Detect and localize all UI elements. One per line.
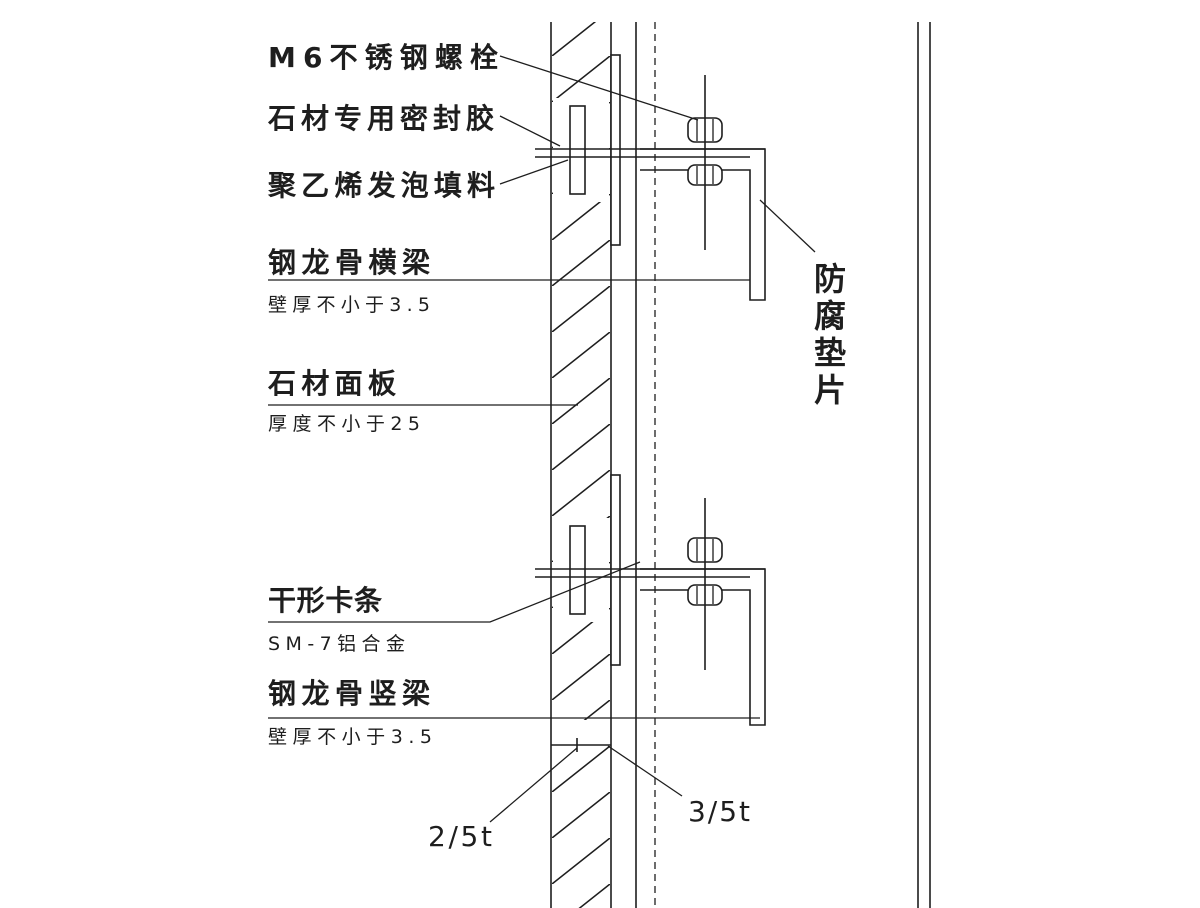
leader-sealant <box>499 115 561 147</box>
leader-m6-bolt <box>499 55 699 121</box>
stone-panel-lower-hatch <box>552 746 610 908</box>
leader-dim-left <box>489 747 578 823</box>
upper-clip-plate <box>610 54 621 246</box>
upper-steel-angle <box>640 148 766 301</box>
label-stone-panel: 石材面板 <box>267 367 396 400</box>
lower-connection <box>535 474 766 726</box>
upper-clip-kerf-flange <box>569 105 586 195</box>
label-anticorrosion-pad: 防腐垫片 <box>809 262 847 410</box>
label-crossbeam-note: 壁厚不小于3.5 <box>268 294 430 316</box>
label-stone-panel-note: 厚度不小于25 <box>268 413 420 435</box>
label-crossbeam: 钢龙骨横梁 <box>268 246 430 279</box>
label-mullion: 钢龙骨竖梁 <box>268 677 430 710</box>
upper-connection <box>535 54 766 301</box>
label-t-clip-note: SM-7铝合金 <box>268 633 405 655</box>
lower-steel-angle <box>640 568 766 726</box>
leader-foam-filler <box>499 159 569 185</box>
label-m6-bolt: M6不锈钢螺栓 <box>268 41 498 74</box>
label-t-clip: 干形卡条 <box>268 584 382 617</box>
leader-anticorrosion-pad <box>759 199 816 253</box>
leader-t-clip <box>268 561 641 623</box>
label-mullion-note: 壁厚不小于3.5 <box>268 726 432 748</box>
leader-dim-right <box>607 745 683 797</box>
label-dim-right: 3/5t <box>688 795 750 828</box>
lower-clip-kerf-flange <box>569 525 586 615</box>
label-foam-filler: 聚乙烯发泡填料 <box>267 169 495 202</box>
label-sealant: 石材专用密封胶 <box>267 102 494 135</box>
label-dim-left: 2/5t <box>428 820 492 853</box>
